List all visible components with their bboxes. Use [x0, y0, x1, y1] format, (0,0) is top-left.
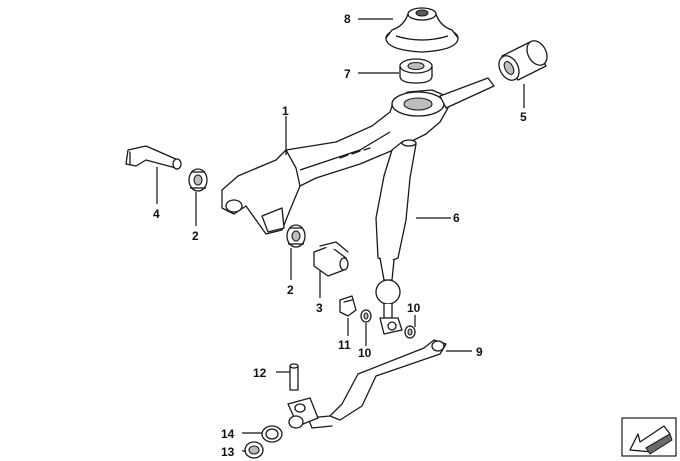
callout-leaders	[156, 18, 525, 452]
part-7-bushing	[399, 58, 433, 84]
part-4-bracket-pin	[125, 145, 182, 170]
callout-2-lower: 2	[287, 283, 294, 297]
callout-12: 12	[253, 366, 267, 380]
part-2-bushing-upper	[188, 168, 208, 192]
callout-5: 5	[520, 110, 527, 124]
callout-6: 6	[453, 211, 460, 225]
callout-9: 9	[476, 345, 483, 359]
part-10-washer-a	[360, 309, 372, 323]
part-12-pin	[289, 363, 299, 391]
callout-3: 3	[316, 301, 323, 315]
callout-10-lower: 10	[358, 346, 372, 360]
part-10-washer-b	[404, 325, 416, 339]
callout-11: 11	[338, 338, 351, 352]
part-8-boot	[385, 7, 459, 53]
part-13-bushing	[244, 441, 264, 459]
callout-8: 8	[344, 12, 351, 26]
callout-14: 14	[221, 427, 235, 441]
part-14-o-ring	[261, 425, 283, 443]
part-6-shift-lever	[375, 139, 417, 335]
part-1-shift-housing	[221, 77, 495, 235]
part-9-selector-rod	[307, 339, 447, 429]
part-5-sleeve	[498, 40, 548, 81]
callout-13: 13	[221, 445, 235, 459]
callout-2-upper: 2	[192, 229, 199, 243]
part-2-bushing-lower	[286, 224, 306, 248]
part-11-clip	[339, 295, 357, 317]
callout-4: 4	[153, 207, 160, 221]
callout-labels: 8 7 5 1 4 2 6 2 3 10 11 10 9 12 14 13	[153, 12, 527, 459]
callout-7: 7	[344, 67, 351, 81]
direction-arrow-box	[621, 417, 677, 457]
part-3-clip-bracket	[313, 241, 349, 277]
callout-1: 1	[282, 104, 289, 118]
universal-joint	[287, 397, 319, 429]
callout-10-upper: 10	[407, 301, 421, 315]
